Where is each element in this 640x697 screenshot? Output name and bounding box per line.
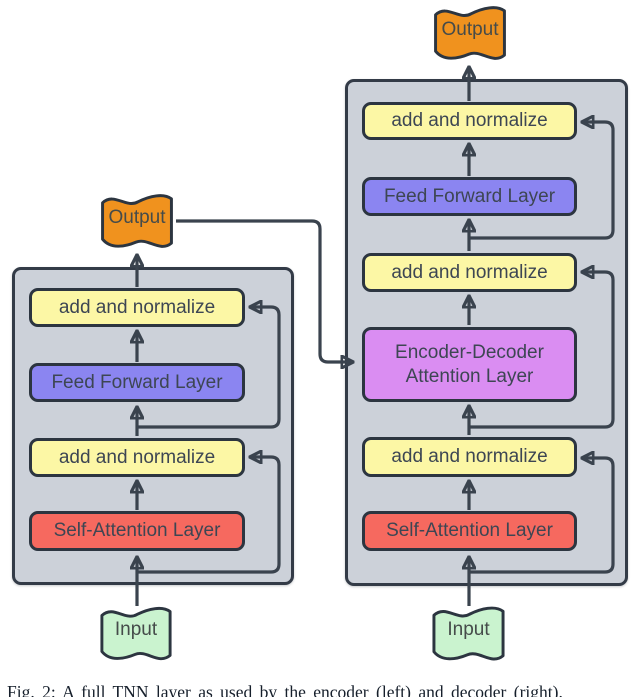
encoder-add-normalize-top: add and normalize xyxy=(29,288,245,327)
flag-shape-icon xyxy=(100,606,172,661)
flag-shape-icon xyxy=(432,606,505,661)
encoder-input-label: Input xyxy=(114,619,158,640)
decoder-encoder-decoder-attention-layer: Encoder-Decoder Attention Layer xyxy=(362,327,577,402)
encoder-output-label: Output xyxy=(108,206,166,228)
decoder-add-normalize-bottom: add and normalize xyxy=(362,437,577,477)
residual-input-to-add-normalize-encoder xyxy=(137,457,281,574)
decoder-output-flag: Output xyxy=(431,2,509,63)
decoder-input-flag: Input xyxy=(430,602,507,664)
flag-shape-icon xyxy=(434,6,506,60)
decoder-output-label: Output xyxy=(441,18,499,40)
residual-input-to-add-normalize-decoder xyxy=(469,458,615,574)
encoder-self-attention-layer: Self-Attention Layer xyxy=(29,511,245,551)
decoder-self-attention-layer: Self-Attention Layer xyxy=(362,511,577,551)
encoder-feed-forward-layer: Feed Forward Layer xyxy=(29,363,245,402)
flag-shape-icon xyxy=(101,194,173,248)
decoder-add-normalize-middle: add and normalize xyxy=(362,253,577,292)
residual-around-enc-dec-attention xyxy=(469,272,615,429)
encoder-add-normalize-bottom: add and normalize xyxy=(29,438,245,477)
decoder-input-label: Input xyxy=(447,619,490,640)
encoder-output-flag: Output xyxy=(98,190,176,251)
residual-around-feed-forward-encoder xyxy=(137,307,281,429)
decoder-add-normalize-top: add and normalize xyxy=(362,102,577,140)
decoder-feed-forward-layer: Feed Forward Layer xyxy=(362,177,577,216)
figure-caption: Fig. 2: A full TNN layer as used by the … xyxy=(7,682,563,697)
residual-around-feed-forward-decoder xyxy=(469,122,615,240)
connector-encoder-output-to-decoder-attention xyxy=(176,219,351,362)
encoder-input-flag: Input xyxy=(98,602,174,664)
